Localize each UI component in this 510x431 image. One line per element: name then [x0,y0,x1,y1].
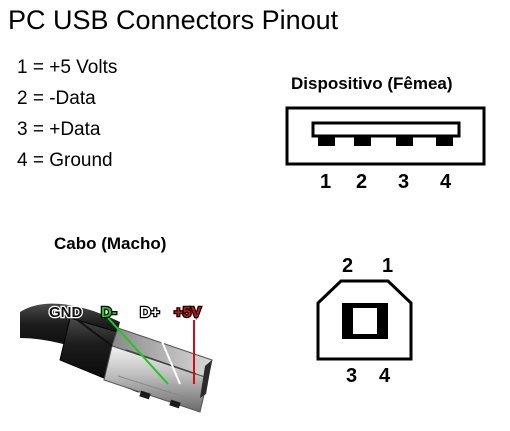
type-b-connector: 2 1 3 4 [316,255,413,387]
type-a-pin-number: 4 [440,171,452,193]
pin-legend: 1 = +5 Volts 2 = -Data 3 = +Data 4 = Gro… [17,56,117,180]
type-a-female-connector: 1 2 3 4 [285,106,486,193]
type-b-pin-number: 4 [379,365,391,387]
type-b-pin-number: 3 [346,365,357,387]
male-cable-heading: Cabo (Macho) [54,234,167,253]
type-a-contact [318,136,335,146]
wire-gnd [74,317,113,347]
type-b-core-cutout [353,308,377,334]
plug-latch-hole [139,390,151,400]
type-a-pin-number: 3 [398,171,409,193]
plug-edge [125,349,197,375]
legend-item-pin-3: 3 = +Data [17,119,101,140]
wire-label-d-plus: D+ [140,304,160,321]
wire-label-d-minus: D- [101,304,117,321]
legend-item-pin-1: 1 = +5 Volts [17,57,118,78]
wire-label-gnd: GND [49,304,83,321]
page-title: PC USB Connectors Pinout [8,5,339,35]
legend-item-pin-2: 2 = -Data [17,88,96,109]
wire-d-plus [151,317,181,385]
type-b-pin-number: 1 [382,255,393,277]
type-a-pin-number: 1 [320,171,331,193]
plug-edge [117,375,195,401]
type-a-contact [354,136,371,146]
plug-latch-hole [169,399,181,409]
wire-d-minus [107,317,169,385]
usb-cable-plug-illustration: GND D- D+ +5V [20,303,213,413]
type-a-pin-number: 2 [356,171,367,193]
type-a-contact [396,136,413,146]
female-connector-heading: Dispositivo (Fêmea) [291,74,453,93]
legend-item-pin-4: 4 = Ground [17,150,113,171]
type-a-tongue [311,121,461,138]
type-b-pin-number: 2 [342,255,353,277]
type-a-contact [436,136,453,146]
wire-label-plus-5v: +5V [174,304,201,321]
plug-opening [200,360,212,398]
